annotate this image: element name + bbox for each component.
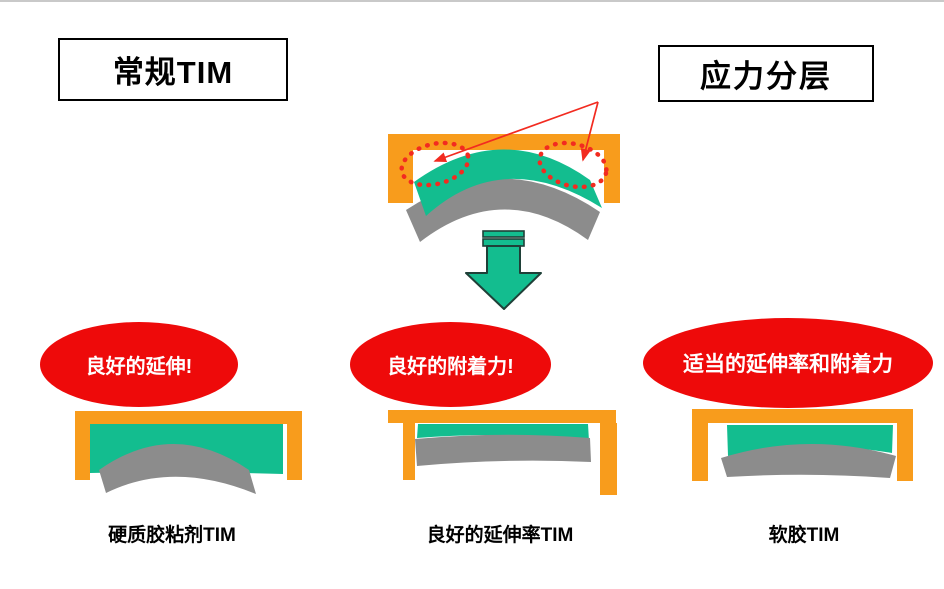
bracket-right-leg [287,424,302,480]
title-stress-delamination: 应力分层 [700,59,832,94]
good-elongation-tim-diagram [388,410,617,495]
slide-top-border [0,0,944,2]
title-box-conventional-tim: 常规TIM [58,38,288,101]
tim-layer [414,149,602,216]
down-arrow-body [465,245,542,310]
soft-adhesive-tim-diagram [692,409,913,481]
substrate-layer [99,444,256,494]
down-arrow-icon [465,230,542,310]
bracket-right-leg [897,423,913,481]
callout-proper-elongation-adhesion-text: 适当的延伸率和附着力 [683,353,893,376]
bracket-left-leg [388,150,413,203]
callout-good-adhesion-text: 良好的附着力! [387,356,514,378]
bracket-top-bar [692,409,913,423]
bracket-top-bar [388,410,616,423]
title-conventional-tim: 常规TIM [112,55,234,90]
hard-adhesive-tim-diagram [75,411,302,494]
callout-good-elongation-text: 良好的延伸! [85,356,193,378]
delamination-diagram [388,101,620,242]
stress-arrow-icon-left [433,101,599,163]
callout-proper-elongation-adhesion: 适当的延伸率和附着力 [643,318,933,408]
substrate-layer [415,434,591,466]
bracket-right-leg [604,150,620,203]
callout-good-elongation: 良好的延伸! [40,322,238,407]
title-box-stress-delamination: 应力分层 [658,45,874,102]
bracket-top-bar [388,134,620,150]
down-arrow-stripe-2 [482,238,525,247]
bracket-left-leg [403,423,415,480]
substrate-layer [721,443,896,478]
bracket-left-leg [692,423,708,481]
stress-arrow-icon-right [580,101,599,162]
caption-soft-adhesive-tim: 软胶TIM [768,525,840,546]
caption-good-elongation-tim: 良好的延伸率TIM [426,525,574,546]
callout-good-adhesion: 良好的附着力! [350,322,551,407]
caption-hard-adhesive-tim: 硬质胶粘剂TIM [108,525,236,546]
bracket-left-leg [75,424,90,480]
down-arrow-stripe-1 [482,230,525,238]
bracket-top-bar [75,411,302,424]
dotted-ellipse-icon-left [399,140,471,188]
bracket-right-leg [600,423,617,495]
dotted-ellipse-icon-right [537,140,609,190]
